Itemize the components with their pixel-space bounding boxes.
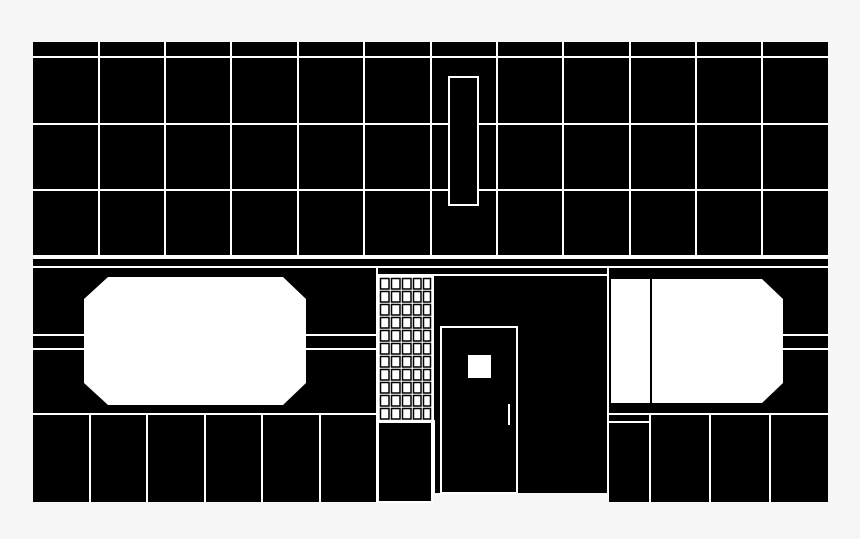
glass-block (401, 290, 412, 303)
glass-block (390, 355, 401, 368)
glass-block (390, 381, 401, 394)
glass-block (390, 368, 401, 381)
glass-block (422, 290, 432, 303)
glass-block (379, 303, 390, 316)
glass-block (412, 277, 422, 290)
glass-block (412, 303, 422, 316)
door[interactable] (440, 326, 518, 494)
glass-block (379, 368, 390, 381)
glass-block (422, 329, 432, 342)
glass-block (379, 316, 390, 329)
glass-block (401, 407, 412, 420)
glass-block (422, 342, 432, 355)
glass-block (379, 329, 390, 342)
glass-block (412, 316, 422, 329)
glass-block (412, 329, 422, 342)
glass-block (390, 316, 401, 329)
glass-block (422, 355, 432, 368)
glass-block (401, 394, 412, 407)
door-frame[interactable] (440, 326, 518, 494)
glass-block (390, 394, 401, 407)
glass-block (390, 277, 401, 290)
glass-block (379, 407, 390, 420)
floor-divider-band (33, 257, 828, 268)
glass-block (412, 355, 422, 368)
glass-block (401, 342, 412, 355)
glass-block (412, 290, 422, 303)
glass-block (379, 277, 390, 290)
glass-block (412, 407, 422, 420)
upper-vertical-window (448, 76, 479, 206)
glass-block (422, 316, 432, 329)
glass-block (422, 407, 432, 420)
glass-block (379, 290, 390, 303)
glass-block (401, 277, 412, 290)
glass-block (390, 342, 401, 355)
glass-block (379, 381, 390, 394)
glass-block (412, 368, 422, 381)
step (433, 493, 608, 503)
glass-block (379, 342, 390, 355)
glass-block (401, 381, 412, 394)
glass-block (401, 368, 412, 381)
glass-block (422, 303, 432, 316)
glass-block (401, 316, 412, 329)
glass-block (412, 342, 422, 355)
glass-block (401, 355, 412, 368)
upper-facade-grid (33, 42, 828, 258)
right-narrow-window (611, 279, 650, 403)
glass-block (401, 303, 412, 316)
glass-block (422, 277, 432, 290)
glass-block (390, 303, 401, 316)
right-display-window (652, 279, 783, 403)
right-storefront (608, 334, 828, 502)
glass-block (379, 355, 390, 368)
glass-block (390, 290, 401, 303)
glass-block (390, 407, 401, 420)
glass-block (379, 394, 390, 407)
glass-block (412, 381, 422, 394)
glass-block (422, 368, 432, 381)
glass-block (401, 329, 412, 342)
left-display-window (84, 277, 306, 405)
glass-block (390, 329, 401, 342)
glass-block (422, 394, 432, 407)
glass-block-wall (378, 276, 434, 422)
glass-block (412, 394, 422, 407)
door-window (468, 355, 491, 378)
glass-block (422, 381, 432, 394)
